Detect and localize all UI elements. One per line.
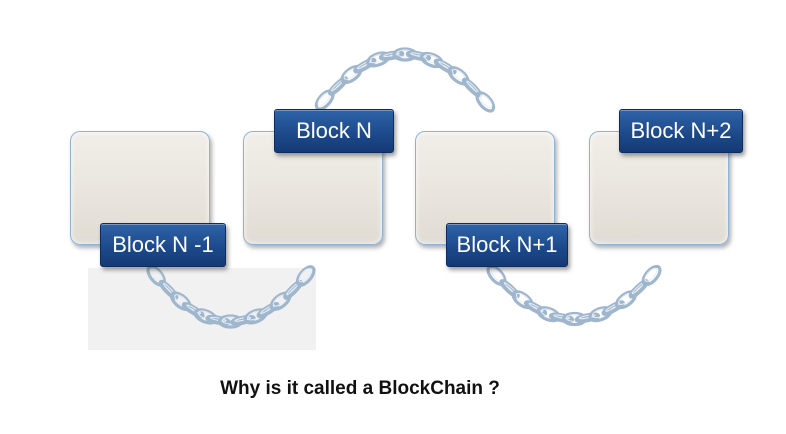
diagram-caption: Why is it called a BlockChain ? bbox=[220, 378, 500, 399]
chain-link bbox=[574, 312, 601, 323]
chain-link bbox=[524, 300, 548, 316]
chain-link bbox=[461, 77, 482, 98]
block-label: Block N+2 bbox=[619, 109, 743, 153]
chain-link bbox=[353, 57, 377, 74]
chain-link-highlight bbox=[503, 282, 517, 295]
chain-link bbox=[615, 290, 637, 310]
chain-link-highlight bbox=[369, 53, 386, 64]
chain-link-highlight bbox=[479, 94, 493, 109]
chain-link-highlight bbox=[540, 308, 558, 319]
block-label: Block N bbox=[274, 109, 394, 153]
chain-link-highlight bbox=[553, 314, 571, 320]
chain-link bbox=[447, 66, 470, 86]
chain-link bbox=[405, 50, 432, 62]
chain-link bbox=[511, 290, 534, 310]
chain-link-highlight bbox=[451, 68, 467, 82]
chain-link-highlight bbox=[396, 49, 414, 58]
chain-link bbox=[536, 306, 561, 323]
chain-link bbox=[561, 311, 588, 327]
chain-link-highlight bbox=[515, 292, 531, 305]
chain-link bbox=[340, 64, 363, 85]
background-panel bbox=[88, 268, 316, 350]
chain-link bbox=[548, 312, 575, 323]
chain-link bbox=[486, 264, 507, 287]
chain-link-highlight bbox=[356, 60, 372, 70]
chain-link-highlight bbox=[331, 79, 344, 92]
chain-link-highlight bbox=[566, 314, 583, 322]
chain-link bbox=[601, 300, 625, 316]
block-label: Block N+1 bbox=[446, 223, 568, 267]
chain-link bbox=[628, 279, 649, 299]
chain-link bbox=[328, 76, 349, 96]
chain-link-highlight bbox=[528, 302, 544, 312]
chain-link-highlight bbox=[490, 267, 504, 282]
block-label: Block N -1 bbox=[100, 223, 226, 267]
chain-link-highlight bbox=[343, 67, 359, 80]
chain-link bbox=[366, 51, 391, 68]
chain-link bbox=[378, 50, 405, 61]
chain-link-highlight bbox=[383, 52, 400, 57]
chain-link-highlight bbox=[605, 302, 621, 312]
chain-link-highlight bbox=[424, 54, 441, 64]
chain-link-highlight bbox=[618, 292, 633, 305]
chain-link bbox=[641, 264, 662, 287]
chain-link-highlight bbox=[466, 80, 479, 93]
chain-link-highlight bbox=[644, 267, 658, 282]
chain-link bbox=[499, 279, 520, 299]
chain-link-highlight bbox=[578, 314, 596, 320]
chain-link bbox=[419, 51, 444, 69]
chain-link-highlight bbox=[438, 61, 454, 71]
chain-link bbox=[475, 91, 496, 113]
chain-link-highlight bbox=[631, 282, 645, 295]
chain-link-highlight bbox=[317, 92, 331, 107]
chain-link bbox=[433, 58, 457, 75]
chain-link-highlight bbox=[591, 308, 609, 319]
chain-link bbox=[392, 47, 418, 62]
chain-link bbox=[588, 306, 613, 323]
chain-link-highlight bbox=[410, 52, 427, 58]
